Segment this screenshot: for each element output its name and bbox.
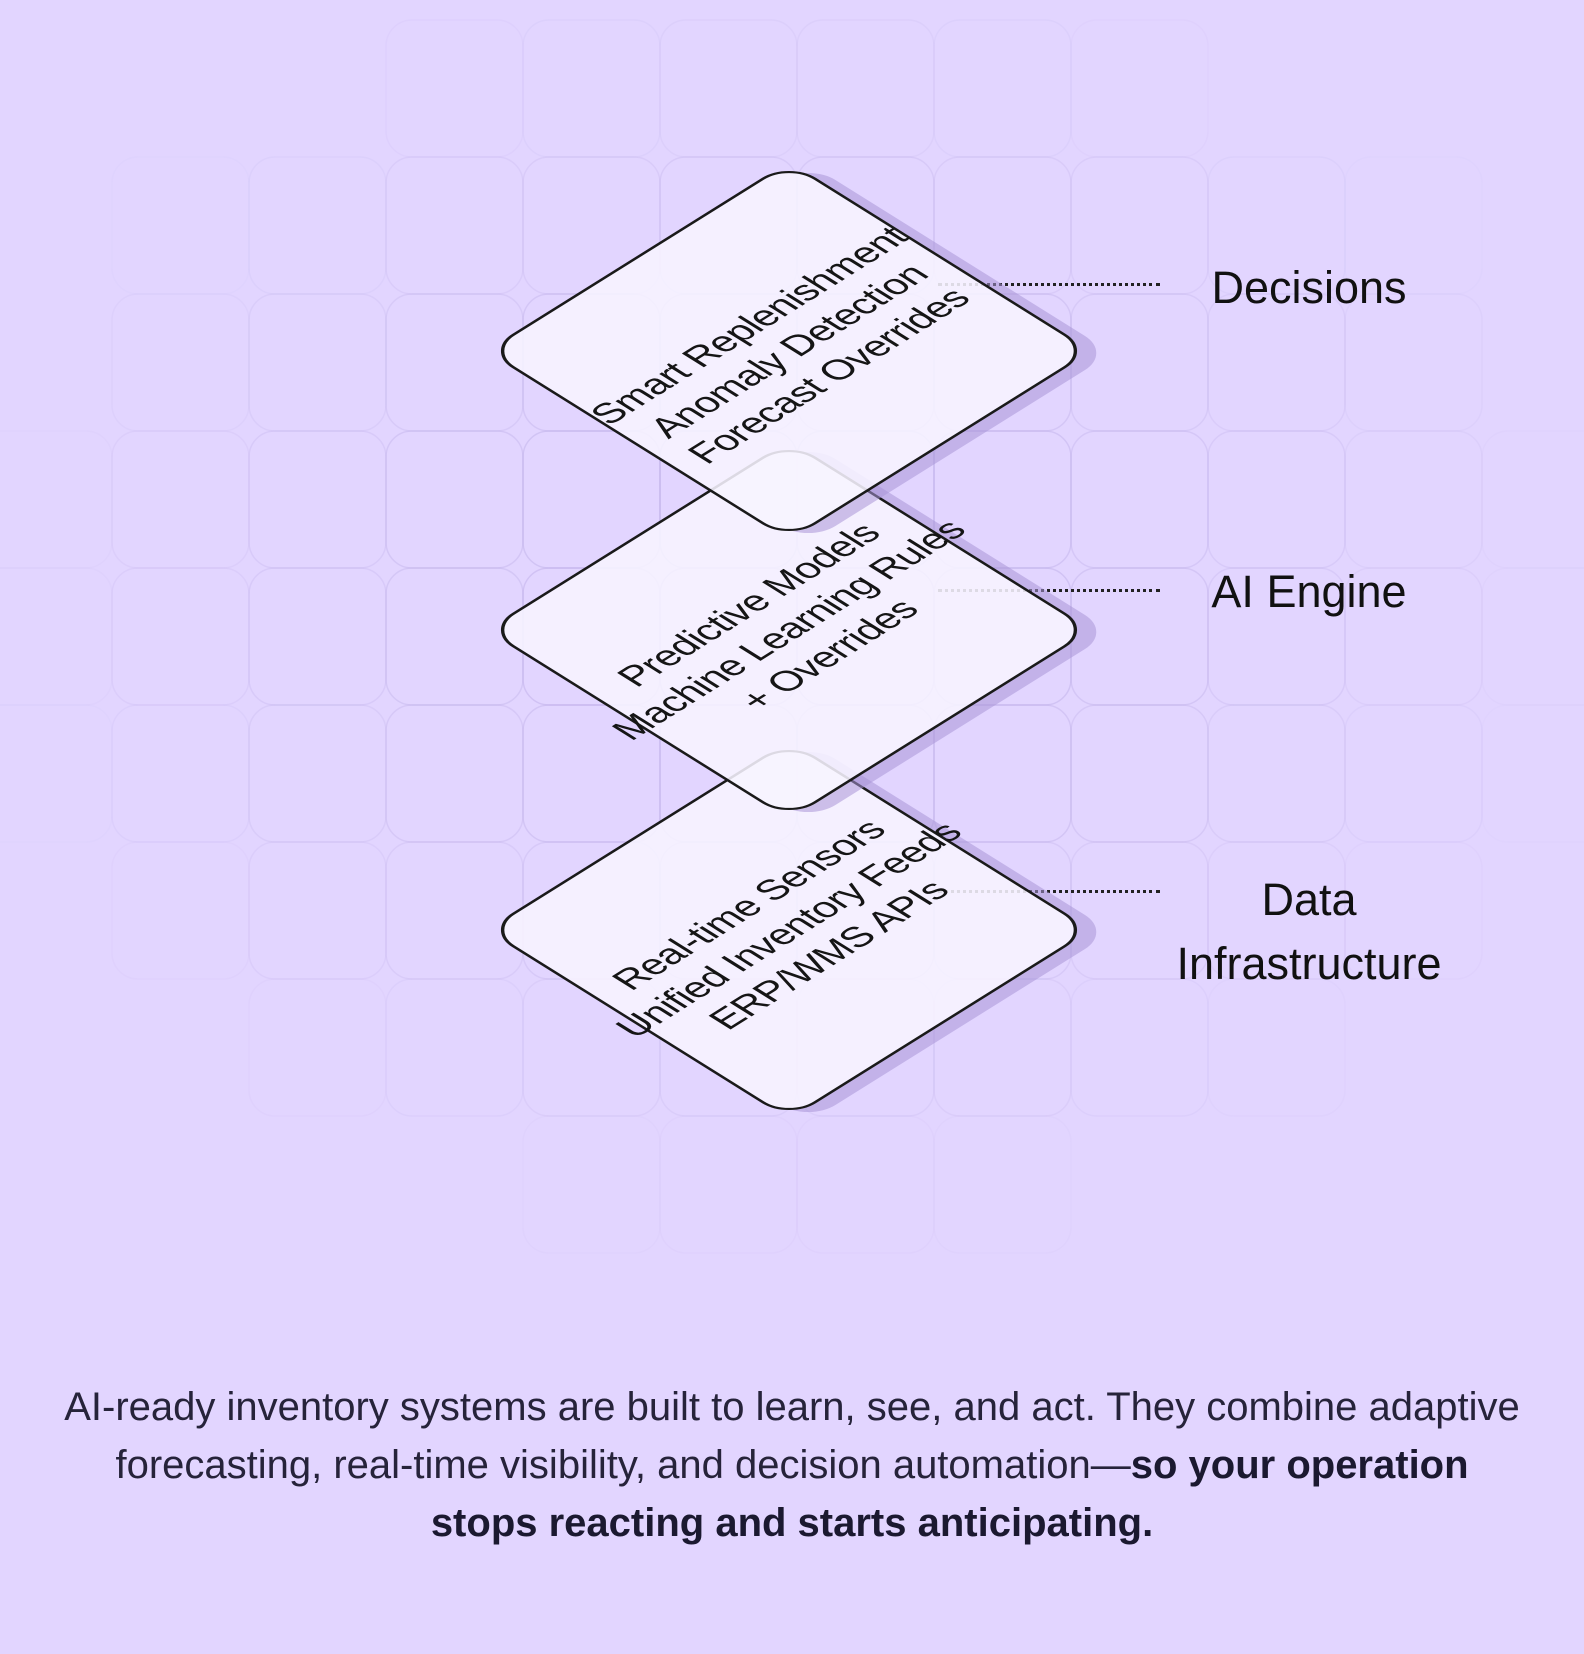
grid-cell [385, 430, 524, 569]
grid-cell [1207, 156, 1346, 295]
grid-cell [111, 567, 250, 706]
grid-cell [933, 1115, 1072, 1254]
grid-cell [1344, 293, 1483, 432]
connector-decisions [938, 283, 1160, 286]
grid-cell [248, 567, 387, 706]
grid-cell [0, 567, 113, 706]
grid-cell [248, 978, 387, 1117]
grid-cell [248, 841, 387, 980]
caption-text: AI-ready inventory systems are built to … [64, 1385, 1520, 1487]
grid-cell [111, 841, 250, 980]
grid-cell [111, 430, 250, 569]
grid-cell [385, 293, 524, 432]
connector-ai-engine [938, 589, 1160, 592]
grid-cell [1207, 978, 1346, 1117]
label-ai-engine: AI Engine [1211, 566, 1407, 617]
grid-cell [248, 430, 387, 569]
label-decisions: Decisions [1211, 262, 1407, 313]
card-data-line-2: Unified Inventory Feeds [607, 816, 971, 1044]
grid-cell [1344, 841, 1483, 980]
grid-cell [385, 156, 524, 295]
label-data-line-1: Data [1261, 874, 1357, 925]
grid-cell [111, 156, 250, 295]
grid-cell [1344, 704, 1483, 843]
grid-cell [111, 293, 250, 432]
grid-cell [248, 704, 387, 843]
grid-cell [522, 1115, 661, 1254]
grid-cell [1207, 567, 1346, 706]
card-ai-line-2: Machine Learning Rules [603, 513, 975, 747]
grid-cell [933, 19, 1072, 158]
grid-cell [385, 978, 524, 1117]
grid-cell [1070, 19, 1209, 158]
grid-cell [1070, 841, 1209, 980]
grid-cell [796, 19, 935, 158]
grid-cell [1344, 430, 1483, 569]
grid-cell [933, 430, 1072, 569]
grid-cell [1481, 430, 1584, 569]
grid-cell [385, 704, 524, 843]
caption: AI-ready inventory systems are built to … [60, 1378, 1524, 1552]
grid-cell [522, 19, 661, 158]
connector-data-infrastructure [938, 890, 1160, 893]
grid-cell [1070, 430, 1209, 569]
label-data-line-2: Infrastructure [1176, 938, 1442, 989]
grid-cell [1070, 704, 1209, 843]
label-data-infrastructure: Data Infrastructure [1144, 868, 1474, 996]
grid-cell [1344, 567, 1483, 706]
grid-cell [1344, 156, 1483, 295]
grid-cell [522, 704, 661, 843]
grid-cell [111, 704, 250, 843]
grid-cell [1207, 704, 1346, 843]
grid-cell [1070, 156, 1209, 295]
grid-cell [1207, 841, 1346, 980]
grid-cell [385, 841, 524, 980]
grid-cell [659, 19, 798, 158]
grid-cell [933, 704, 1072, 843]
grid-cell [248, 293, 387, 432]
grid-cell [1481, 704, 1584, 843]
grid-cell [796, 1115, 935, 1254]
grid-cell [1207, 293, 1346, 432]
grid-cell [248, 156, 387, 295]
grid-cell [385, 19, 524, 158]
grid-cell [659, 1115, 798, 1254]
caption-emphasis: so your operation stops reacting and sta… [430, 1443, 1469, 1545]
grid-cell [0, 704, 113, 843]
grid-cell [1070, 978, 1209, 1117]
grid-cell [1481, 567, 1584, 706]
grid-cell [1207, 430, 1346, 569]
grid-cell [0, 430, 113, 569]
